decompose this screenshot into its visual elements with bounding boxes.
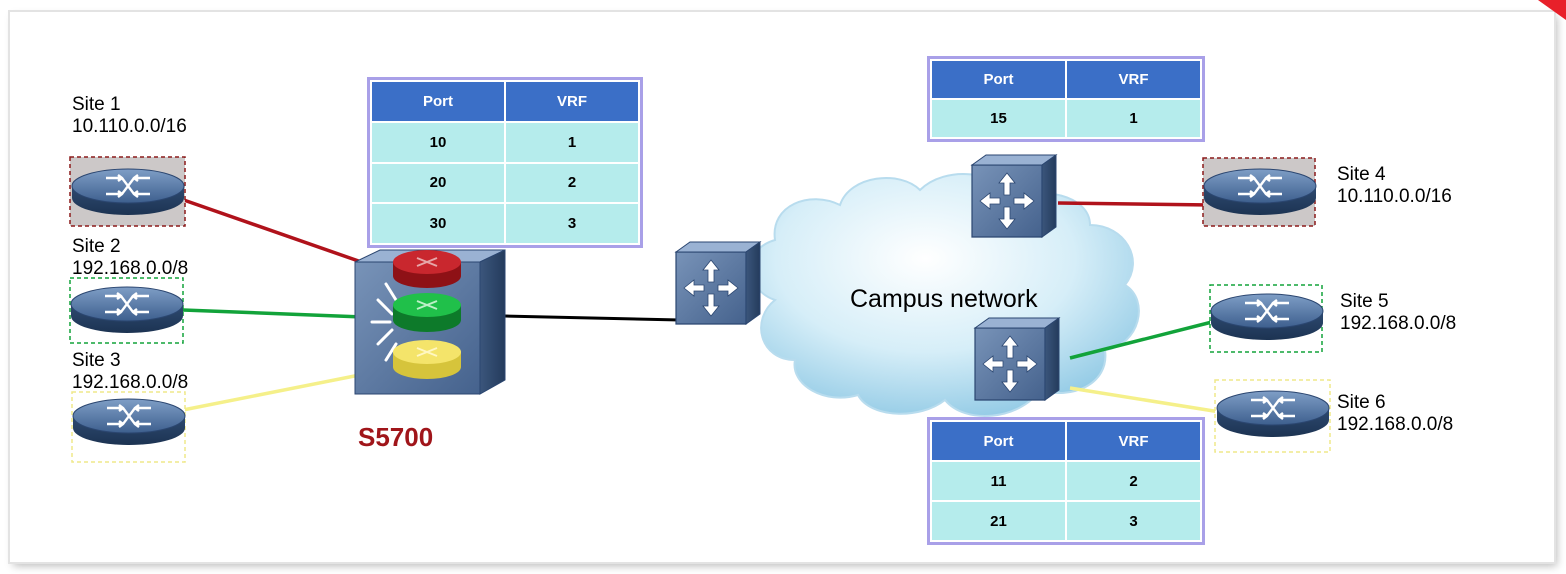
table-cell: 1 xyxy=(1065,98,1202,139)
router-icon xyxy=(1202,167,1318,217)
vrf-green-router xyxy=(393,293,461,332)
table-cell: 15 xyxy=(930,98,1067,139)
site1-label: Site 1 10.110.0.0/16 xyxy=(72,94,187,138)
link-site6 xyxy=(1069,386,1221,414)
site1-subnet: 10.110.0.0/16 xyxy=(72,116,187,137)
switch-icon xyxy=(675,241,761,325)
table-header: VRF xyxy=(1065,420,1202,462)
table-cell: 11 xyxy=(930,460,1067,502)
site5-subnet: 192.168.0.0/8 xyxy=(1340,313,1457,334)
router-icon xyxy=(69,285,185,335)
table-cell: 21 xyxy=(930,500,1067,542)
router-icon xyxy=(1215,389,1331,439)
table-header: Port xyxy=(930,59,1067,100)
table-row: 20 2 xyxy=(370,161,640,205)
site2-router xyxy=(69,277,185,344)
site4-name: Site 4 xyxy=(1337,164,1386,185)
table-header-row: Port VRF xyxy=(930,420,1202,462)
site3-subnet: 192.168.0.0/8 xyxy=(72,372,189,393)
site1-name: Site 1 xyxy=(72,94,121,115)
site5-name: Site 5 xyxy=(1340,291,1389,312)
table-cell: 2 xyxy=(1065,460,1202,502)
router-icon xyxy=(70,167,186,217)
site2-name: Site 2 xyxy=(72,236,121,257)
site6-label: Site 6 192.168.0.0/8 xyxy=(1337,392,1453,436)
device-label: S5700 xyxy=(358,422,434,452)
link-core-uplink xyxy=(504,314,681,322)
site5-router xyxy=(1209,284,1325,353)
cloud-label: Campus network xyxy=(850,285,1038,313)
lower-right-port-vrf-table: Port VRF 11 2 21 3 xyxy=(927,417,1205,545)
site5-label: Site 5 192.168.0.0/8 xyxy=(1340,291,1456,335)
table-header: Port xyxy=(370,80,506,123)
table-cell: 30 xyxy=(370,202,506,245)
core-switch-icon xyxy=(354,249,506,395)
switch-icon xyxy=(974,317,1060,401)
router-icon xyxy=(1209,292,1325,342)
site2-label: Site 2 192.168.0.0/8 xyxy=(72,236,188,280)
link-site5 xyxy=(1069,320,1213,360)
table-cell: 10 xyxy=(370,120,506,164)
site6-router xyxy=(1214,379,1331,453)
s5700-port-vrf-table: Port VRF 10 1 20 2 30 3 xyxy=(367,77,643,248)
corner-ribbon xyxy=(1538,0,1566,20)
table-cell: 20 xyxy=(370,161,506,205)
vrf-red-router xyxy=(393,250,461,288)
site4-subnet: 10.110.0.0/16 xyxy=(1337,186,1452,207)
vrf-yellow-router xyxy=(393,340,461,379)
table-header: Port xyxy=(930,420,1067,462)
table-cell: 3 xyxy=(1065,500,1202,542)
router-icon xyxy=(71,397,187,447)
table-row: 10 1 xyxy=(370,120,640,164)
site6-name: Site 6 xyxy=(1337,392,1386,413)
switch-icon xyxy=(971,154,1057,238)
site3-router xyxy=(71,391,187,463)
site2-subnet: 192.168.0.0/8 xyxy=(72,258,189,279)
table-row: 30 3 xyxy=(370,202,640,245)
table-row: 15 1 xyxy=(930,98,1202,139)
site4-router xyxy=(1202,157,1318,227)
table-header: VRF xyxy=(504,80,640,123)
table-header-row: Port VRF xyxy=(370,80,640,123)
site6-subnet: 192.168.0.0/8 xyxy=(1337,414,1454,435)
table-cell: 2 xyxy=(504,161,640,205)
table-header-row: Port VRF xyxy=(930,59,1202,100)
site4-label: Site 4 10.110.0.0/16 xyxy=(1337,164,1452,208)
table-row: 21 3 xyxy=(930,500,1202,542)
upper-right-port-vrf-table: Port VRF 15 1 xyxy=(927,56,1205,142)
table-cell: 3 xyxy=(504,202,640,245)
table-row: 11 2 xyxy=(930,460,1202,502)
site3-name: Site 3 xyxy=(72,350,121,371)
table-cell: 1 xyxy=(504,120,640,164)
site1-router xyxy=(69,156,186,227)
site3-label: Site 3 192.168.0.0/8 xyxy=(72,350,188,394)
link-site1 xyxy=(177,196,391,274)
table-header: VRF xyxy=(1065,59,1202,100)
link-site4 xyxy=(1057,201,1213,207)
